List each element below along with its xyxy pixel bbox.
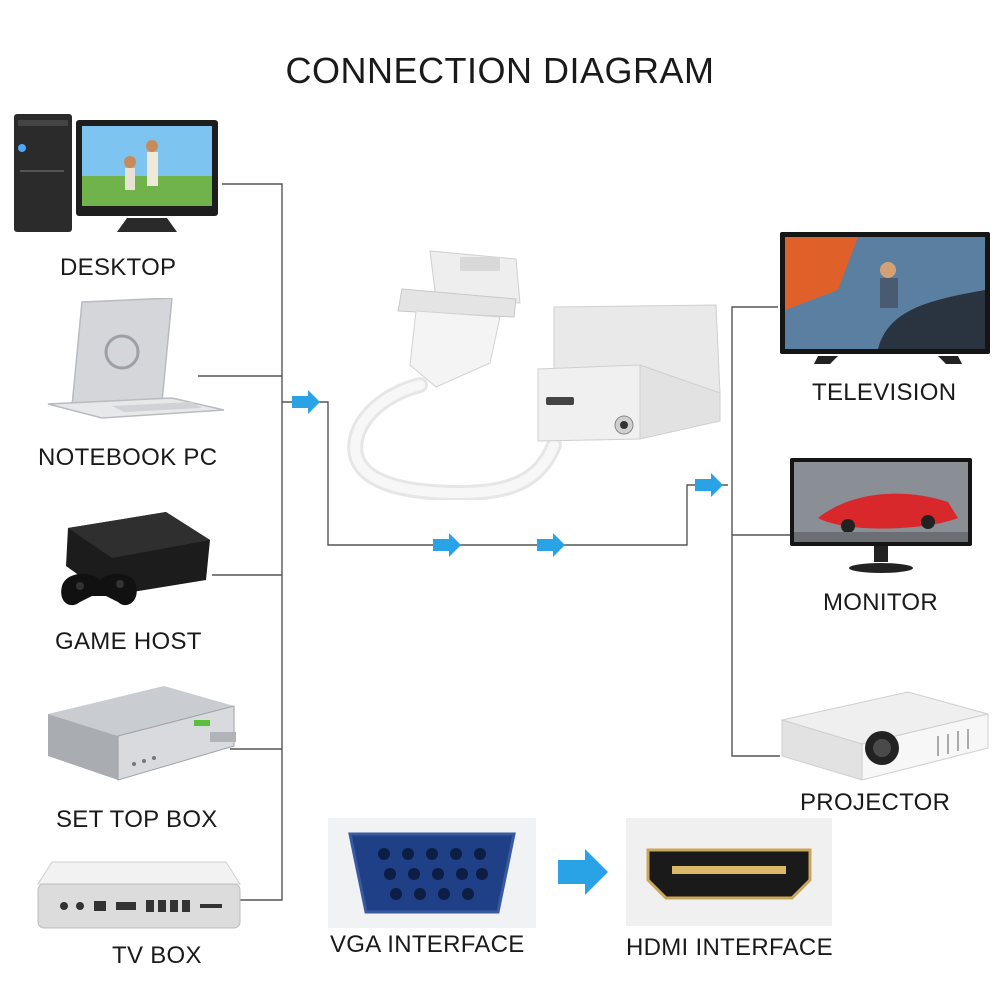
game-console-icon: [56, 510, 212, 614]
arrow-icon: [292, 390, 320, 414]
tv-box-icon: [34, 858, 244, 932]
vga-to-hdmi-adapter-icon: [340, 245, 725, 502]
monitor-icon: [788, 456, 974, 576]
arrow-icon: [537, 533, 565, 557]
source-label-game-host: GAME HOST: [55, 628, 202, 655]
arrow-icon: [558, 849, 608, 895]
arrow-icon: [695, 473, 723, 497]
laptop-icon: [42, 297, 228, 420]
television-icon: [778, 230, 992, 364]
source-label-desktop: DESKTOP: [60, 254, 177, 281]
source-label-set-top-box: SET TOP BOX: [56, 806, 218, 833]
page-title: CONNECTION DIAGRAM: [285, 50, 715, 91]
projector-icon: [778, 684, 992, 788]
hdmi-port-icon: [626, 818, 832, 926]
hdmi-interface-label: HDMI INTERFACE: [626, 934, 833, 961]
display-label-projector: PROJECTOR: [800, 789, 951, 816]
set-top-box-icon: [44, 684, 240, 788]
vga-interface-label: VGA INTERFACE: [330, 931, 525, 958]
vga-port-icon: [328, 818, 536, 928]
source-label-tv-box: TV BOX: [112, 942, 202, 969]
display-label-monitor: MONITOR: [823, 589, 938, 616]
desktop-computer-icon: [12, 110, 222, 235]
arrow-icon: [433, 533, 461, 557]
source-label-notebook-pc: NOTEBOOK PC: [38, 444, 218, 471]
display-label-television: TELEVISION: [812, 379, 957, 406]
